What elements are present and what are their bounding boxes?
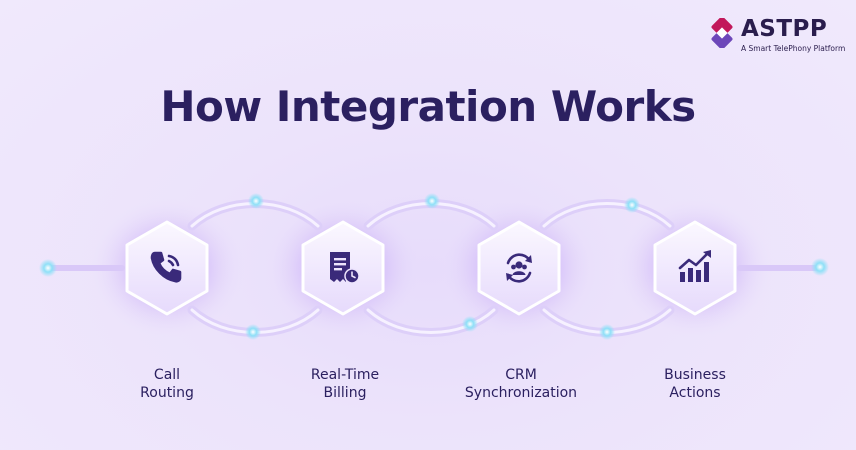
step-label-call-routing: Call Routing — [87, 366, 247, 402]
step-label-line: Real-Time — [310, 367, 380, 383]
node-dot — [462, 316, 478, 332]
user-sync-icon — [506, 253, 532, 283]
growth-chart-icon — [678, 250, 711, 282]
step-label-line: CRM — [505, 367, 537, 383]
chain-link-highlight — [190, 202, 672, 334]
step-hexagon — [653, 220, 737, 316]
node-dot — [424, 193, 440, 209]
node-dot — [811, 258, 829, 276]
node-dot — [599, 324, 615, 340]
step-label-crm-synchronization: CRM Synchronization — [441, 366, 601, 402]
step-label-business-actions: Business Actions — [615, 366, 775, 402]
node-dot — [245, 324, 261, 340]
brand-name: ASTPP — [741, 16, 828, 42]
brand-logo: ASTPP A Smart TelePhony Platform — [707, 12, 852, 60]
node-dot — [39, 259, 57, 277]
step-label-line: Business — [664, 367, 726, 383]
brand-tagline: A Smart TelePhony Platform — [741, 44, 846, 53]
step-label-line: Billing — [323, 385, 367, 401]
step-label-real-time-billing: Real-Time Billing — [265, 366, 425, 402]
node-dot — [248, 193, 264, 209]
phone-call-icon — [150, 251, 182, 283]
step-label-line: Synchronization — [464, 385, 578, 401]
page-title: How Integration Works — [160, 82, 696, 131]
step-label-line: Call — [153, 367, 181, 383]
node-dot — [624, 197, 640, 213]
astpp-logo-icon — [711, 18, 733, 48]
step-hexagon — [125, 220, 209, 316]
step-label-line: Routing — [140, 385, 194, 401]
step-label-line: Actions — [669, 385, 721, 401]
invoice-clock-icon — [330, 252, 360, 284]
